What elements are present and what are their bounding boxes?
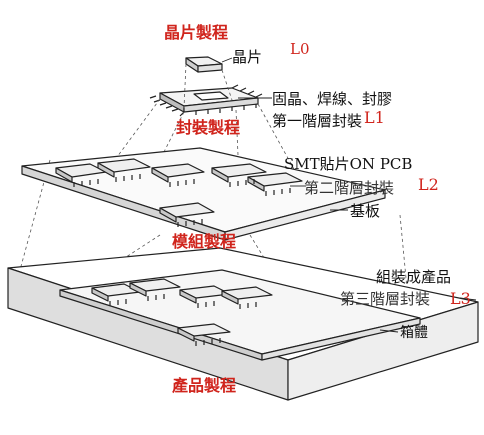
substrate-label: 基板 [350, 202, 381, 220]
assembly-label: 組裝成產品 [376, 268, 452, 286]
product-process-label: 產品製程 [172, 376, 237, 395]
second-level-label: 第二階層封裝 [304, 179, 395, 197]
product-case [7, 247, 479, 401]
first-level-label: 第一階層封裝 [272, 112, 363, 130]
smt-label: SMT貼片ON PCB [284, 155, 413, 173]
level-2-label: L2 [418, 175, 439, 194]
module-process-label: 模組製程 [172, 232, 237, 251]
bonding-label: 固晶、焊線、封膠 [272, 90, 393, 108]
case-label: 箱體 [400, 325, 428, 341]
level-3-label: L3 [450, 289, 471, 308]
package-process-label: 封裝製程 [176, 118, 241, 137]
level-1-label: L1 [364, 108, 385, 127]
wafer-process-label: 晶片製程 [164, 23, 229, 42]
wafer-label: 晶片 [232, 48, 263, 66]
level-0-label: L0 [290, 40, 310, 58]
third-level-label: 第三階層封裝 [340, 290, 431, 308]
first-level-package [149, 84, 263, 117]
pcb-board [21, 147, 386, 241]
